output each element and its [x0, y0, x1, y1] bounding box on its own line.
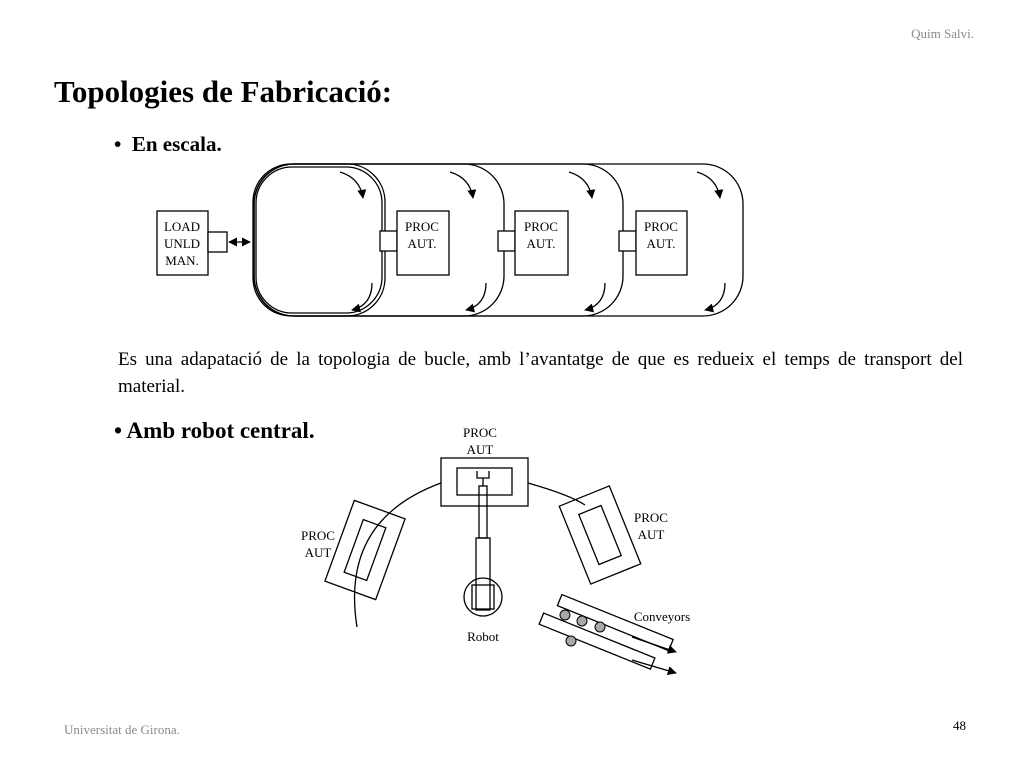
- proc-station-2-box: [514, 210, 569, 276]
- robot-labels: PROC AUT PROC AUT PROC AUT Robot Conveyo…: [301, 425, 690, 644]
- loop-2: [253, 163, 505, 317]
- reach-arc: [353, 482, 442, 628]
- proc-station-1-box: [396, 210, 450, 276]
- robot-diagram: [324, 457, 677, 676]
- flow-arrow: [449, 171, 477, 199]
- bullet-marker: •: [114, 418, 123, 443]
- aut-label: AUT: [305, 545, 332, 560]
- conveyor-arrow: [631, 636, 677, 654]
- bullet-marker: •: [114, 132, 122, 156]
- flow-arrow: [696, 171, 724, 199]
- robot-label: Robot: [467, 629, 499, 644]
- robot-base-block: [471, 584, 495, 610]
- loop-1: [252, 163, 386, 317]
- proc-station-3-port: [618, 230, 637, 252]
- load-station-box: [156, 210, 209, 276]
- bullet-en-escala: • En escala.: [114, 132, 222, 157]
- aut-label: AUT.: [407, 236, 436, 251]
- load-station-port: [207, 231, 228, 253]
- proc-label: PROC: [405, 219, 439, 234]
- loop-1-inner: [255, 166, 383, 314]
- flow-arrow: [351, 282, 373, 313]
- proc-label: PROC: [634, 510, 668, 525]
- proc-top-inner: [456, 467, 513, 496]
- author-label: Quim Salvi.: [911, 26, 974, 41]
- bullet-heading: En escala.: [131, 132, 222, 156]
- load-label: LOAD: [164, 219, 200, 234]
- page-number: 48: [953, 718, 966, 733]
- proc-left-station: [324, 499, 406, 601]
- proc-label: PROC: [644, 219, 678, 234]
- flow-arrow: [584, 282, 606, 313]
- proc-label: PROC: [463, 425, 497, 440]
- bullet-heading: Amb robot central.: [126, 418, 315, 443]
- unld-label: UNLD: [164, 236, 200, 251]
- aut-label: AUT.: [526, 236, 555, 251]
- robot-arm-lower: [475, 537, 491, 611]
- conveyors: [538, 593, 674, 670]
- ladder-diagram: [156, 163, 744, 317]
- aut-label: AUT: [467, 442, 494, 457]
- aut-label: AUT.: [646, 236, 675, 251]
- flow-arrow: [465, 282, 487, 313]
- aut-label: AUT: [638, 527, 665, 542]
- description-paragraph: Es una adapatació de la topologia de buc…: [118, 349, 963, 397]
- proc-label: PROC: [524, 219, 558, 234]
- ladder-labels: LOAD UNLD MAN. PROC AUT. PROC AUT. PROC …: [164, 219, 678, 268]
- proc-station-1-port: [379, 230, 398, 252]
- footer-university: Universitat de Girona.: [64, 722, 180, 737]
- flow-arrow: [704, 282, 726, 313]
- man-label: MAN.: [165, 253, 199, 268]
- robot-base: [463, 577, 503, 617]
- proc-right-station: [558, 485, 642, 585]
- proc-station-2-port: [497, 230, 516, 252]
- proc-station-3-box: [635, 210, 688, 276]
- proc-label: PROC: [301, 528, 335, 543]
- reach-arc: [527, 482, 586, 506]
- flow-arrow: [568, 171, 596, 199]
- robot-gripper: [476, 471, 490, 479]
- flow-arrow: [339, 171, 367, 199]
- proc-top-outer: [440, 457, 529, 507]
- loop-4: [253, 163, 744, 317]
- conveyors-label: Conveyors: [634, 609, 690, 624]
- conveyor-parts: [559, 609, 606, 647]
- conveyor-arrow: [631, 659, 677, 676]
- slide-title: Topologies de Fabricació:: [54, 74, 393, 109]
- robot-arm-upper: [478, 485, 488, 539]
- bullet-robot-central: • Amb robot central.: [114, 418, 315, 444]
